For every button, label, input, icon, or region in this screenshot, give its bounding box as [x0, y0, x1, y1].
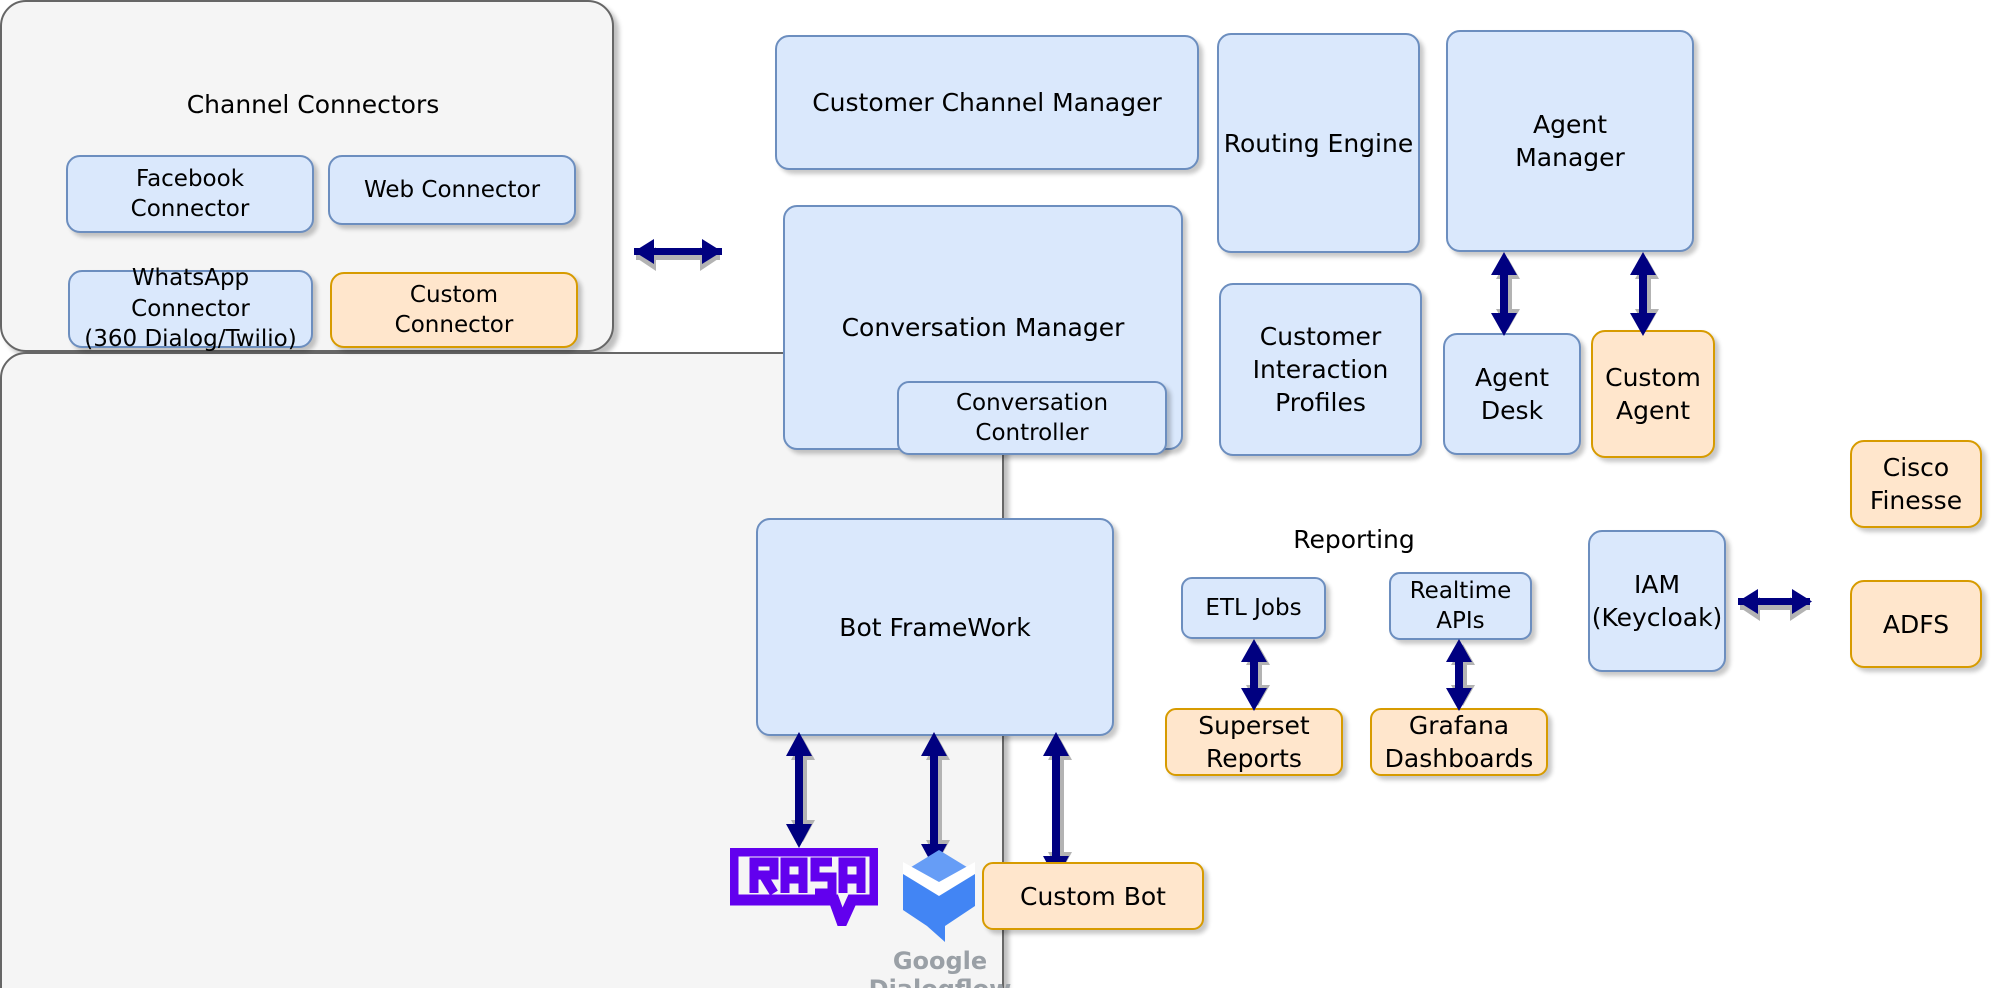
arrow-agent-manager-to-agent-desk	[1483, 248, 1531, 340]
arrow-channel-connectors-to-platform	[616, 230, 740, 274]
custom-bot-node[interactable]: Custom Bot	[982, 862, 1204, 930]
arrow-iam-to-identity-providers	[1722, 580, 1826, 624]
rasa-logo[interactable]	[727, 845, 881, 937]
arrow-etl-jobs-to-superset-reports	[1233, 636, 1277, 714]
reporting-title: Reporting	[1293, 525, 1415, 554]
cisco-finesse-node[interactable]: Cisco Finesse	[1850, 440, 1982, 528]
web-connector-node[interactable]: Web Connector	[328, 155, 576, 225]
arrow-bot-framework-to-rasa	[778, 726, 826, 852]
bot-framework-node[interactable]: Bot FrameWork	[756, 518, 1114, 736]
etl-jobs-node[interactable]: ETL Jobs	[1181, 577, 1326, 639]
realtime-apis-node[interactable]: Realtime APIs	[1389, 572, 1532, 640]
arrow-agent-manager-to-custom-agent	[1622, 248, 1670, 340]
facebook-connector-node[interactable]: Facebook Connector	[66, 155, 314, 233]
adfs-node[interactable]: ADFS	[1850, 580, 1982, 668]
routing-engine-node[interactable]: Routing Engine	[1217, 33, 1420, 253]
dialogflow-caption: Google Dialogflow	[869, 947, 1012, 988]
superset-reports-node[interactable]: Superset Reports	[1165, 708, 1343, 776]
grafana-dashboards-node[interactable]: Grafana Dashboards	[1370, 708, 1548, 776]
arrow-realtime-apis-to-grafana-dashboards	[1438, 636, 1482, 714]
dialogflow-cube-icon[interactable]	[900, 848, 978, 948]
conversation-controller-node[interactable]: Conversation Controller	[897, 381, 1167, 455]
iam-keycloak-node[interactable]: IAM (Keycloak)	[1588, 530, 1726, 672]
customer-interaction-profiles-node[interactable]: Customer Interaction Profiles	[1219, 283, 1422, 456]
channel-connectors-title: Channel Connectors	[186, 90, 440, 119]
arrow-bot-framework-to-custom-bot	[1035, 726, 1083, 884]
customer-channel-manager-node[interactable]: Customer Channel Manager	[775, 35, 1199, 170]
agent-desk-node[interactable]: Agent Desk	[1443, 333, 1581, 455]
custom-connector-node[interactable]: Custom Connector	[330, 272, 578, 348]
custom-agent-node[interactable]: Custom Agent	[1591, 330, 1715, 458]
agent-manager-node[interactable]: Agent Manager	[1446, 30, 1694, 252]
whatsapp-connector-node[interactable]: WhatsApp Connector (360 Dialog/Twilio)	[68, 265, 313, 352]
